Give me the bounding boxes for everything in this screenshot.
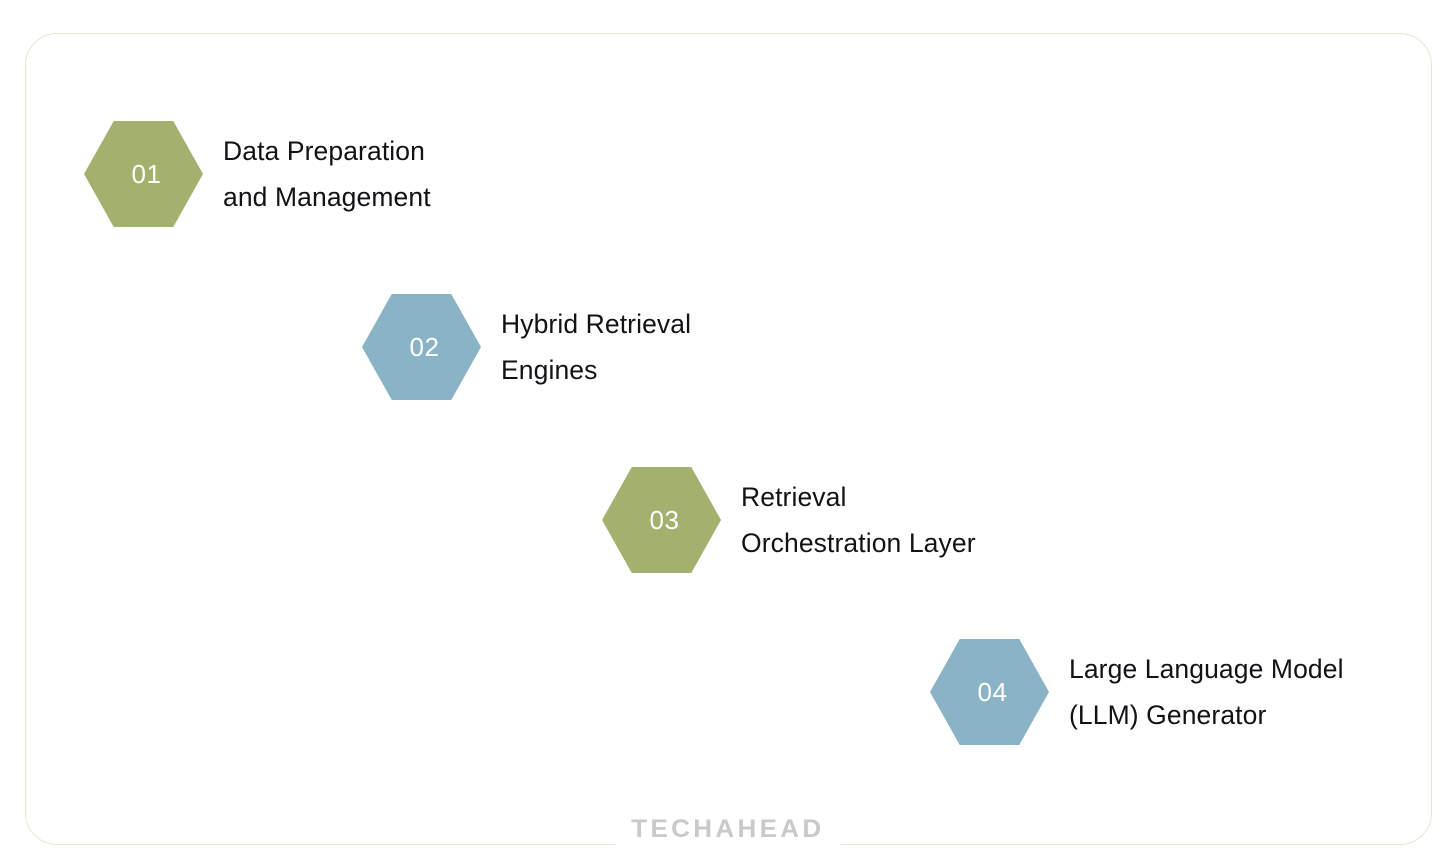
hexagon-badge-02: 02 <box>362 294 481 400</box>
hexagon-shape-icon <box>602 467 721 573</box>
hexagon-shape-icon <box>930 639 1049 745</box>
step-number-01: 01 <box>131 159 162 189</box>
step-label-02: Hybrid Retrieval Engines <box>501 309 692 385</box>
diagram-card <box>25 33 1432 845</box>
step-label-01: Data Preparation and Management <box>223 136 431 212</box>
hexagon-polygon <box>362 294 481 400</box>
hexagon-shape-icon <box>362 294 481 400</box>
hexagon-polygon <box>602 467 721 573</box>
hexagon-badge-03: 03 <box>602 467 721 573</box>
hexagon-badge-04: 04 <box>930 639 1049 745</box>
step-number-03: 03 <box>649 505 680 535</box>
hexagon-shape-icon <box>84 121 203 227</box>
step-item-01[interactable]: 01 Data Preparation and Management <box>84 121 431 227</box>
step-item-03[interactable]: 03 Retrieval Orchestration Layer <box>602 467 976 573</box>
hexagon-polygon <box>84 121 203 227</box>
step-item-04[interactable]: 04 Large Language Model (LLM) Generator <box>930 639 1344 745</box>
step-number-04: 04 <box>977 677 1008 707</box>
step-label-04: Large Language Model (LLM) Generator <box>1069 654 1344 730</box>
hexagon-badge-01: 01 <box>84 121 203 227</box>
step-number-02: 02 <box>409 332 440 362</box>
step-label-03: Retrieval Orchestration Layer <box>741 482 976 558</box>
hexagon-polygon <box>930 639 1049 745</box>
step-item-02[interactable]: 02 Hybrid Retrieval Engines <box>362 294 691 400</box>
